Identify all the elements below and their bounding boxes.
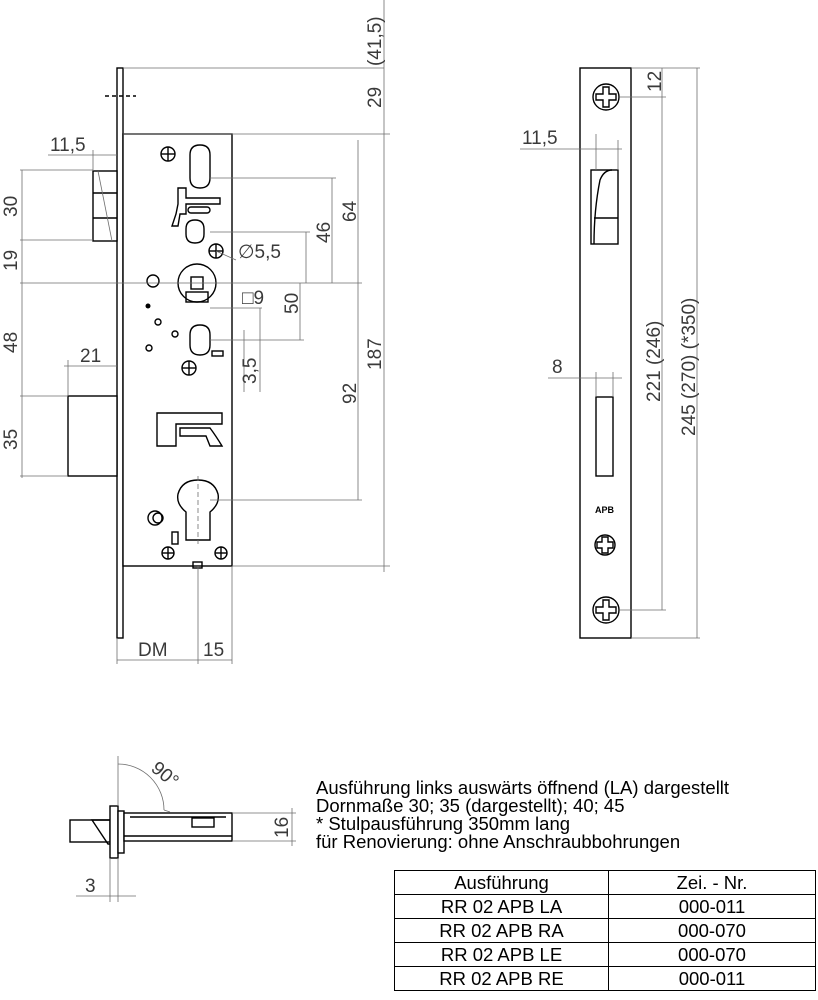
table-header-row: Ausführung Zei. - Nr. <box>394 870 816 895</box>
dim-46: 46 <box>314 222 335 243</box>
dim-3-5: 3,5 <box>240 358 261 384</box>
lower-slot <box>189 324 211 356</box>
faceplate-top <box>109 805 119 859</box>
screw-icon <box>592 83 620 111</box>
bolt-lever <box>156 412 223 447</box>
screw-icon <box>592 596 620 624</box>
dim-21: 21 <box>80 346 101 367</box>
dim-64: 64 <box>340 200 361 222</box>
dim-8: 8 <box>552 357 563 378</box>
dim-11-5-left: 11,5 <box>50 135 86 156</box>
screw-icon <box>160 146 176 162</box>
table-cell: RR 02 APB RE <box>394 966 609 991</box>
left-dimension-texts: (41,5) 29 11,5 30 19 48 21 35 64 46 ∅5,5… <box>1 16 386 661</box>
notes: Ausführung links auswärts öffnend (LA) d… <box>316 777 816 852</box>
table-cell: RR 02 APB LA <box>394 894 609 919</box>
bolt-opening <box>595 396 614 477</box>
dead-bolt <box>67 395 118 477</box>
table-row: RR 02 APB LA 000-011 <box>394 894 816 919</box>
dim-12: 12 <box>645 71 666 92</box>
table-cell: 000-011 <box>608 894 816 919</box>
dim-dm: DM <box>138 640 168 661</box>
dim-square-9: □9 <box>242 288 264 309</box>
dim-16: 16 <box>272 817 293 838</box>
dim-11-5-right: 11,5 <box>522 128 558 149</box>
screw-icon <box>214 546 228 560</box>
table-cell: 000-070 <box>608 918 816 943</box>
faceplate-left <box>116 67 124 639</box>
screw-icon <box>161 546 175 560</box>
dim-41-5: (41,5) <box>365 16 386 66</box>
dim-30: 30 <box>1 196 22 217</box>
middle-slot <box>185 219 205 244</box>
table-header: Zei. - Nr. <box>608 870 816 895</box>
dim-3: 3 <box>85 876 96 897</box>
dim-35: 35 <box>1 429 22 450</box>
table-cell: RR 02 APB RA <box>394 918 609 943</box>
table-cell: 000-070 <box>608 942 816 967</box>
dim-221-246: 221 (246) <box>644 321 665 402</box>
dim-15: 15 <box>203 640 224 661</box>
left-dimension-lines <box>20 0 390 664</box>
faceplate-front <box>579 67 632 639</box>
screw-icon <box>594 534 616 556</box>
note-line: * Stulpausführung 350mm lang <box>316 813 571 834</box>
table-cell: 000-011 <box>608 966 816 991</box>
table-header: Ausführung <box>394 870 609 895</box>
note-line: Dornmaße 30; 35 (dargestellt); 40; 45 <box>316 795 625 816</box>
table-row: RR 02 APB RE 000-011 <box>394 966 816 991</box>
faceplate-mark: APB <box>595 505 615 515</box>
dim-dia-5-5: ∅5,5 <box>238 242 281 263</box>
right-dimension-lines <box>520 67 700 639</box>
dim-187: 187 <box>365 338 386 370</box>
table-row: RR 02 APB LE 000-070 <box>394 942 816 967</box>
dim-90-degree: 90° <box>147 758 183 793</box>
parts-table: Ausführung Zei. - Nr. RR 02 APB LA 000-0… <box>394 870 816 991</box>
table-cell: RR 02 APB LE <box>394 942 609 967</box>
faceplate-front-view: APB <box>579 67 632 639</box>
dim-29: 29 <box>365 87 386 108</box>
latch-lever <box>171 187 221 227</box>
dim-92: 92 <box>340 383 361 404</box>
screw-icon <box>181 360 197 376</box>
lock-top-view <box>69 756 296 902</box>
note-line: Ausführung links auswärts öffnend (LA) d… <box>316 777 730 798</box>
note-line: für Renovierung: ohne Anschraubbohrungen <box>316 831 681 852</box>
table-row: RR 02 APB RA 000-070 <box>394 918 816 943</box>
dim-245-270-350: 245 (270) (*350) <box>679 298 700 436</box>
latch-opening <box>590 169 619 245</box>
dim-48: 48 <box>1 332 22 353</box>
lock-side-view <box>67 67 233 639</box>
dim-50: 50 <box>282 293 303 314</box>
dim-19: 19 <box>1 250 22 271</box>
right-dimension-texts: 11,5 12 8 221 (246) 245 (270) (*350) <box>522 71 700 436</box>
